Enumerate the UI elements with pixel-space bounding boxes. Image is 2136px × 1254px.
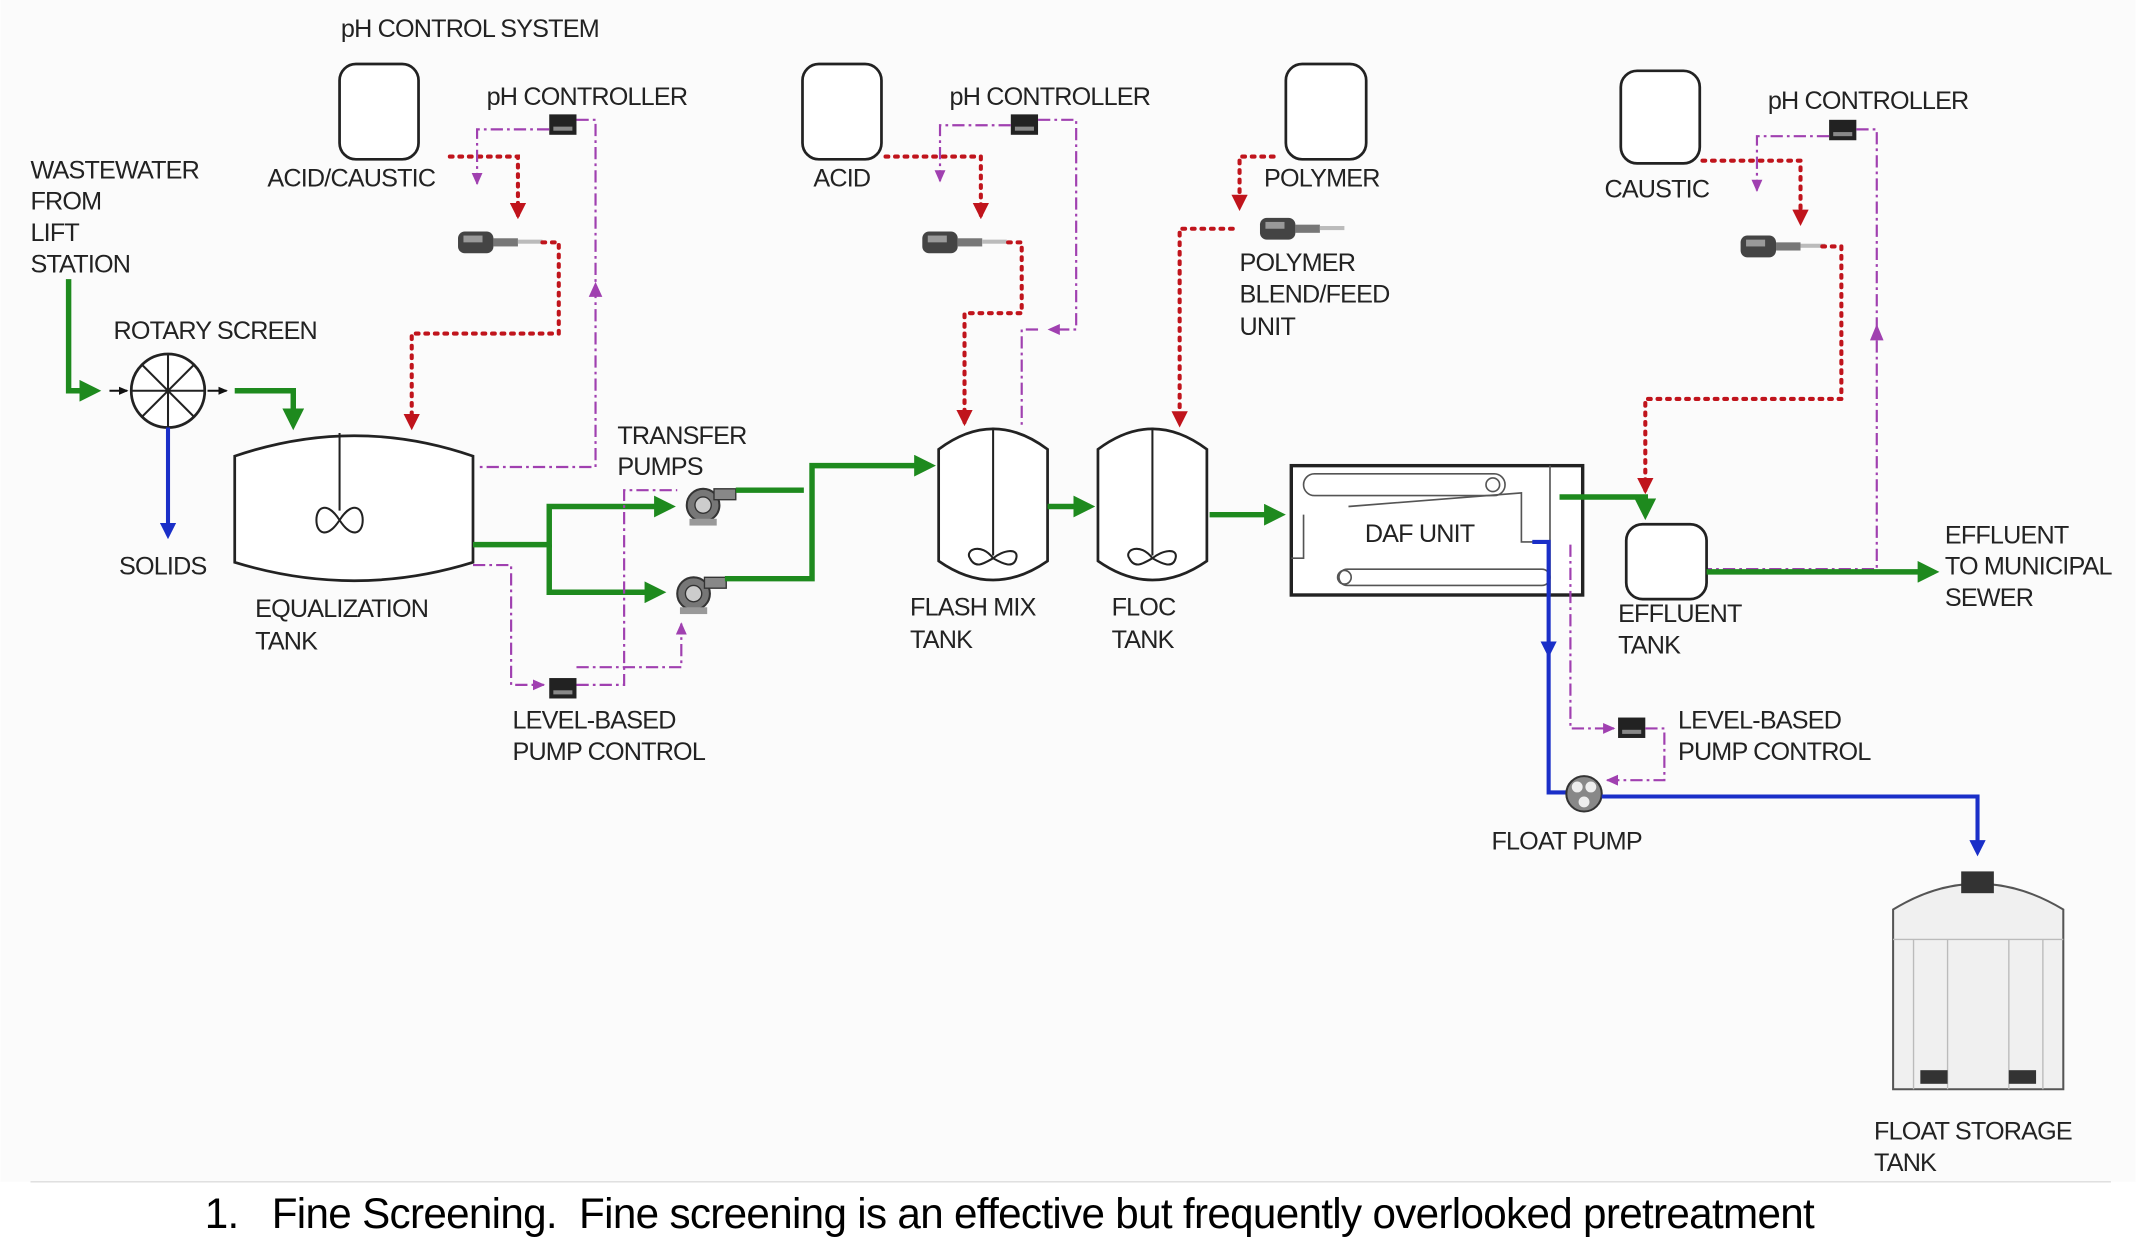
equalization-tank-label: EQUALIZATION TANK [255, 595, 429, 656]
ph-control-system-title: pH CONTROL SYSTEM [341, 15, 599, 43]
svg-text:FLOC: FLOC [1112, 593, 1177, 621]
caustic-label: CAUSTIC [1604, 175, 1709, 203]
caustic-tank [1619, 69, 1702, 165]
float-pump [1565, 775, 1603, 813]
svg-text:UNIT: UNIT [1240, 313, 1296, 341]
daf-unit [1289, 463, 1585, 597]
polymer-tank [1284, 62, 1368, 161]
solids-label: SOLIDS [119, 553, 206, 581]
mixer-icon [1127, 547, 1177, 566]
document-paragraph: 1. Fine Screening. Fine screening is an … [205, 1190, 1815, 1237]
svg-text:TRANSFER: TRANSFER [617, 422, 747, 450]
ph-controller-label-1: pH CONTROLLER [487, 83, 688, 111]
diagram-background [0, 0, 2136, 1182]
svg-text:TANK: TANK [1874, 1149, 1937, 1177]
svg-text:LEVEL-BASED: LEVEL-BASED [512, 706, 675, 734]
rotary-screen-label: ROTARY SCREEN [114, 317, 317, 345]
svg-text:EFFLUENT: EFFLUENT [1618, 600, 1742, 628]
svg-text:EFFLUENT: EFFLUENT [1945, 521, 2069, 549]
ph-controller-1 [549, 114, 577, 135]
float-pump-label: FLOAT PUMP [1491, 828, 1641, 856]
rotary-screen [129, 352, 207, 429]
ph-controller-2 [1010, 114, 1039, 135]
svg-text:BLEND/FEED: BLEND/FEED [1240, 280, 1390, 308]
svg-text:PUMPS: PUMPS [617, 453, 702, 481]
polymer-unit-label: POLYMER BLEND/FEED UNIT [1240, 249, 1391, 341]
float-storage-tank [1892, 871, 2065, 1091]
effluent-tank [1624, 522, 1708, 601]
daf-unit-label: DAF UNIT [1365, 520, 1475, 548]
ph-controller-label-2: pH CONTROLLER [950, 83, 1151, 111]
svg-text:SEWER: SEWER [1945, 584, 2034, 612]
floc-tank-label: FLOC TANK [1112, 593, 1177, 654]
mixer-icon [967, 547, 1018, 566]
svg-text:LIFT: LIFT [30, 219, 79, 247]
svg-text:STATION: STATION [30, 250, 130, 278]
ph-controller-3 [1829, 119, 1857, 141]
svg-text:POLYMER: POLYMER [1240, 249, 1356, 277]
acid-tank [801, 62, 883, 161]
svg-text:WASTEWATER: WASTEWATER [30, 156, 199, 184]
svg-text:LEVEL-BASED: LEVEL-BASED [1678, 706, 1841, 734]
svg-text:TANK: TANK [1112, 626, 1175, 654]
acid-caustic-label: ACID/CAUSTIC [267, 165, 435, 193]
level-controller-2 [1618, 717, 1646, 738]
ph-controller-label-3: pH CONTROLLER [1768, 87, 1969, 115]
svg-text:TANK: TANK [1618, 632, 1681, 660]
svg-text:EQUALIZATION: EQUALIZATION [255, 595, 428, 623]
svg-text:FLASH MIX: FLASH MIX [910, 593, 1037, 621]
svg-text:FLOAT STORAGE: FLOAT STORAGE [1874, 1118, 2072, 1146]
level-control-2-label: LEVEL-BASED PUMP CONTROL [1678, 706, 1872, 766]
acid-label: ACID [813, 165, 870, 193]
svg-text:FROM: FROM [30, 188, 101, 216]
float-storage-tank-label: FLOAT STORAGE TANK [1874, 1118, 2073, 1177]
polymer-label: POLYMER [1264, 165, 1380, 193]
effluent-sewer-label: EFFLUENT TO MUNICIPAL SEWER [1945, 521, 2114, 612]
svg-text:TANK: TANK [910, 626, 973, 654]
wastewater-label: WASTEWATER FROM LIFT STATION [30, 156, 200, 278]
svg-text:PUMP CONTROL: PUMP CONTROL [512, 738, 705, 766]
agitator-icon [315, 506, 364, 534]
svg-text:TANK: TANK [255, 627, 318, 655]
level-control-1-label: LEVEL-BASED PUMP CONTROL [512, 706, 706, 766]
acid-caustic-tank [338, 62, 420, 161]
svg-text:TO MUNICIPAL: TO MUNICIPAL [1945, 553, 2113, 581]
flash-mix-tank-label: FLASH MIX TANK [910, 593, 1037, 654]
transfer-pumps-label: TRANSFER PUMPS [617, 422, 748, 481]
svg-text:PUMP CONTROL: PUMP CONTROL [1678, 738, 1871, 766]
effluent-tank-label: EFFLUENT TANK [1618, 600, 1743, 660]
level-controller-1 [549, 678, 577, 699]
